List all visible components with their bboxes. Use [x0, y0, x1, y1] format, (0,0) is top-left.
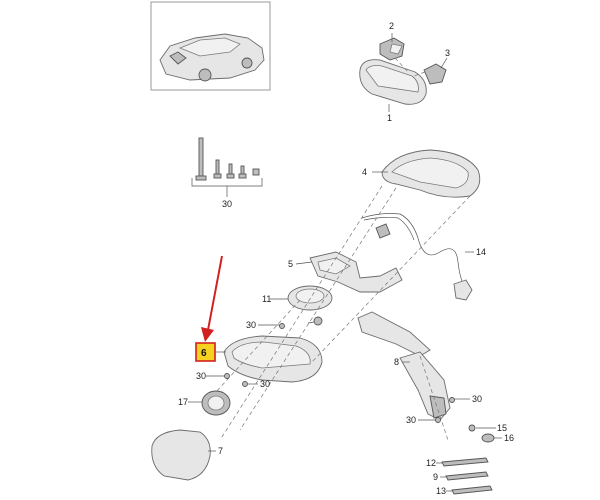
callout-4[interactable]: 4 [362, 167, 367, 177]
part-2-mirror-mount [379, 37, 405, 61]
callout-3[interactable]: 3 [445, 48, 450, 58]
callout-17[interactable]: 17 [178, 397, 188, 407]
callout-5[interactable]: 5 [288, 259, 293, 269]
assembly-lines [215, 185, 471, 441]
leader-lines [188, 33, 502, 492]
callout-7[interactable]: 7 [218, 446, 223, 456]
part-6-mirror-housing [223, 335, 323, 383]
callout-30-bolts[interactable]: 30 [222, 199, 232, 209]
part-12-strip [441, 457, 489, 467]
callout-15[interactable]: 15 [497, 423, 507, 433]
callout-12[interactable]: 12 [426, 458, 436, 468]
part-1-interior-mirror [359, 59, 427, 105]
callout-2[interactable]: 2 [389, 21, 394, 31]
callout-30-b[interactable]: 30 [246, 320, 256, 330]
callout-6[interactable]: 6 [201, 348, 207, 359]
car-wheel-icon [198, 68, 212, 82]
part-3-mirror-cover [423, 63, 447, 85]
callout-13[interactable]: 13 [436, 486, 446, 496]
car-wheel-icon [241, 57, 253, 69]
part-9-strip [445, 471, 489, 481]
part-11-adjust-motor [287, 285, 333, 326]
part-4-housing-cap [381, 149, 481, 198]
part-14-wiring-harness [361, 213, 473, 301]
part-8-mirror-base [357, 311, 451, 421]
callout-30-c[interactable]: 30 [196, 371, 206, 381]
part-30-bolt-set [195, 137, 260, 181]
callout-9[interactable]: 9 [433, 472, 438, 482]
part-16-grommet [481, 433, 495, 443]
part-17-glass-actuator [201, 390, 231, 416]
callout-30-f[interactable]: 30 [406, 415, 416, 425]
callout-16[interactable]: 16 [504, 433, 514, 443]
part-5-bracket [309, 251, 403, 293]
part-13-strip [451, 485, 493, 495]
callout-14[interactable]: 14 [476, 247, 486, 257]
red-arrow-icon [201, 255, 223, 342]
callout-30-d[interactable]: 30 [260, 379, 270, 389]
car-thumbnail [150, 1, 271, 91]
part-15-clip [468, 424, 476, 432]
callout-30-e[interactable]: 30 [472, 394, 482, 404]
callout-1[interactable]: 1 [387, 113, 392, 123]
part-7-mirror-glass [151, 429, 211, 481]
callout-11[interactable]: 11 [262, 294, 271, 304]
highlight-box-6[interactable] [195, 342, 216, 362]
callout-8[interactable]: 8 [394, 357, 399, 367]
